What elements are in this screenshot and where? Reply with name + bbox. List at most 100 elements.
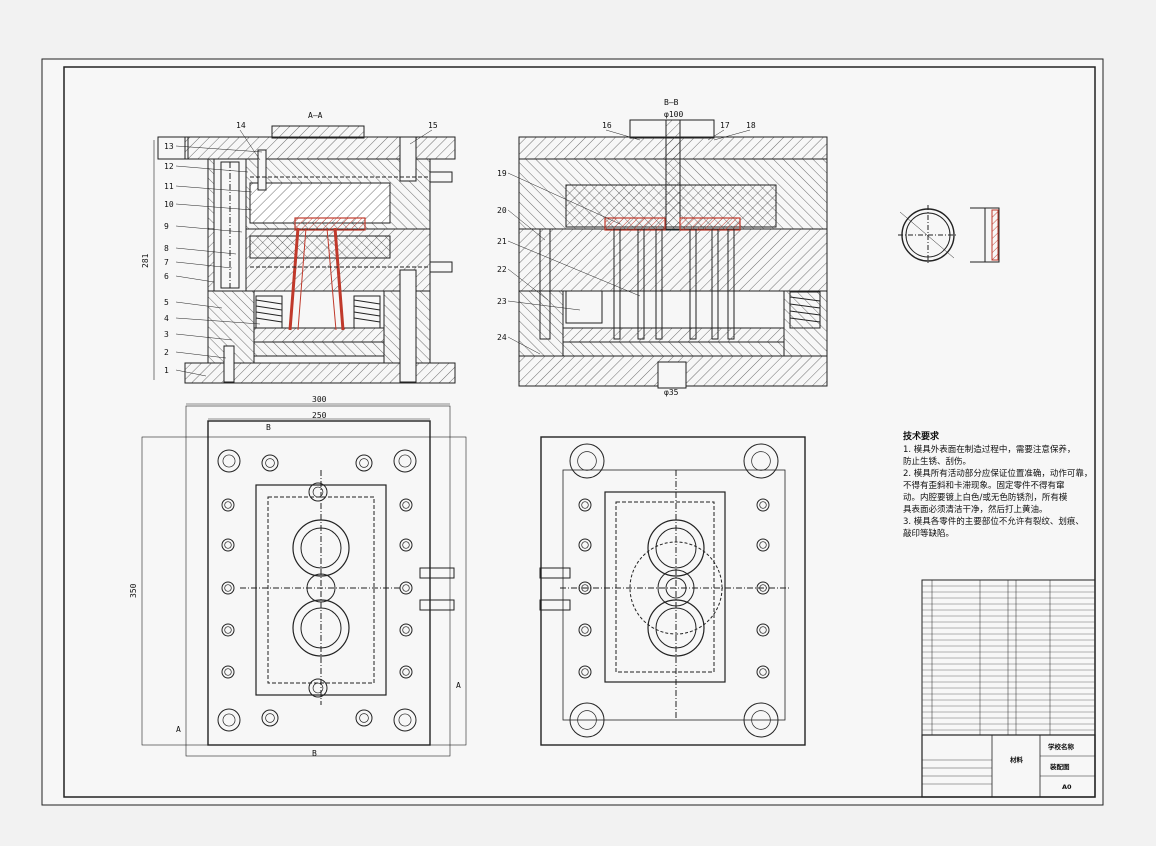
plate-hole	[756, 665, 770, 679]
dim-width-outer: 300	[312, 395, 327, 404]
plate-hole-inner	[402, 668, 410, 676]
plate-hole	[756, 623, 770, 637]
callout-label-9: 9	[164, 222, 169, 231]
plate-hole	[355, 454, 373, 472]
callout-leader	[175, 333, 233, 341]
bom-row-group	[922, 585, 1095, 731]
callout-label-22: 22	[497, 265, 507, 274]
plate-hole	[756, 498, 770, 512]
note-line-5: 动。内腔要镀上白色/或无色防锈剂，所有模	[903, 492, 1068, 503]
view-mark-a-left: A	[176, 725, 181, 734]
plate-hole-inner	[265, 713, 275, 723]
callout-leader	[175, 351, 227, 359]
plate-hole-inner	[581, 541, 589, 549]
callout-leader	[175, 261, 233, 269]
title-block: 材料 学校名称 装配图 A0	[921, 734, 1096, 798]
section-b-b-view: B—B φ100	[518, 98, 828, 397]
callout-label-3: 3	[164, 330, 169, 339]
plate-hole-inner	[577, 451, 597, 471]
dim-width-inner: 250	[312, 411, 327, 420]
dim-top-bb: φ100	[664, 110, 683, 119]
plan-view-moving-half: 300 250 350 B B A A	[129, 395, 467, 758]
view-mark-b-bottom: B	[312, 749, 317, 758]
plate-hole	[217, 449, 241, 473]
plate-hole	[756, 581, 770, 595]
callout-leader	[175, 247, 237, 255]
plate-hole-inner	[751, 451, 771, 471]
plate-hole	[756, 538, 770, 552]
plate-hole-inner	[759, 501, 767, 509]
title-design-name: 材料	[1009, 755, 1024, 764]
callout-leader	[605, 129, 641, 141]
callout-label-11: 11	[164, 182, 174, 191]
plate-hole-inner	[581, 668, 589, 676]
plate-hole-inner	[359, 458, 369, 468]
callout-leader	[713, 129, 751, 141]
plate-hole	[355, 709, 373, 727]
callout-leader	[507, 240, 641, 297]
view-mark-b-top: B	[266, 423, 271, 432]
callout-label-17: 17	[720, 121, 730, 130]
note-line-7: 3. 模具各零件的主要部位不允许有裂纹、划痕、	[903, 516, 1084, 527]
plate-hole	[221, 498, 235, 512]
plate-hole-inner	[398, 713, 412, 727]
plate-hole	[221, 623, 235, 637]
dim-bottom-bb: φ35	[664, 388, 679, 397]
plate-hole-inner	[224, 584, 232, 592]
callout-label-18: 18	[746, 121, 756, 130]
plate-hole	[743, 443, 779, 479]
plate-hole	[399, 581, 413, 595]
plan-view-fixed-half	[539, 436, 806, 746]
callout-leader	[507, 268, 549, 301]
plate-hole	[393, 708, 417, 732]
callout-leader	[175, 145, 263, 153]
title-drawing-name: 装配图	[1049, 762, 1070, 771]
technical-requirements: 技术要求 1. 模具外表面在制造过程中，需要注意保养， 防止生锈、刮伤。 2. …	[903, 430, 1092, 539]
view-mark-a-right: A	[456, 681, 461, 690]
plate-hole-inner	[265, 458, 275, 468]
section-a-a-view: A—A	[141, 111, 456, 384]
callout-leader	[707, 129, 725, 141]
plate-hole-inner	[402, 541, 410, 549]
callout-label-2: 2	[164, 348, 169, 357]
callout-leader	[175, 185, 253, 193]
plate-hole-inner	[759, 541, 767, 549]
plate-hole	[578, 581, 592, 595]
callout-label-6: 6	[164, 272, 169, 281]
callout-label-4: 4	[164, 314, 169, 323]
plan-left-hole-group	[217, 449, 417, 732]
plate-hole-inner	[759, 668, 767, 676]
callout-leader	[175, 165, 249, 173]
plate-hole	[569, 702, 605, 738]
plate-hole-inner	[581, 626, 589, 634]
plate-hole-inner	[581, 584, 589, 592]
section-aa-label: A—A	[308, 111, 323, 120]
plate-hole	[399, 538, 413, 552]
plate-hole	[399, 623, 413, 637]
callout-label-16: 16	[602, 121, 612, 130]
molded-part	[294, 217, 366, 231]
dim-height-aa: 281	[141, 253, 150, 268]
note-line-8: 敲印等缺陷。	[903, 528, 954, 539]
callout-leader	[239, 129, 261, 161]
callout-label-23: 23	[497, 297, 507, 306]
plate-hole-inner	[577, 710, 597, 730]
callout-label-7: 7	[164, 258, 169, 267]
note-line-1: 1. 模具外表面在制造过程中，需要注意保养，	[903, 444, 1075, 455]
callout-leader	[175, 203, 253, 211]
sheet-inner-border	[63, 66, 1096, 798]
plate-hole	[308, 482, 328, 502]
title-school: 学校名称	[1048, 742, 1075, 751]
callout-label-19: 19	[497, 169, 507, 178]
callout-leader	[175, 225, 243, 233]
parts-list-table	[921, 579, 1096, 736]
plate-hole-inner	[312, 486, 324, 498]
plate-hole	[261, 709, 279, 727]
note-line-3: 2. 模具所有活动部分应保证位置准确，动作可靠，	[903, 468, 1092, 479]
plate-hole	[399, 665, 413, 679]
callout-leader	[507, 172, 621, 225]
plate-hole-inner	[759, 626, 767, 634]
callout-label-10: 10	[164, 200, 174, 209]
